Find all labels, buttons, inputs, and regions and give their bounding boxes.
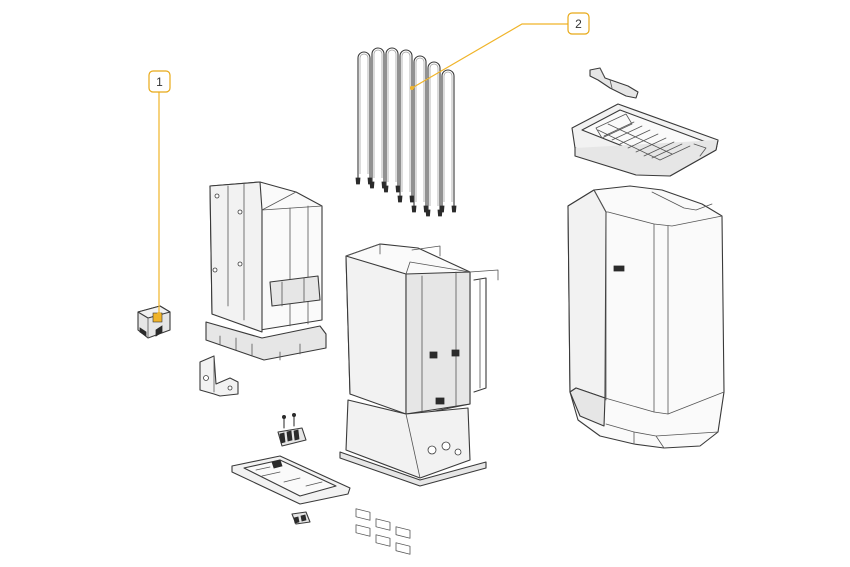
mounting-bracket[interactable] [199, 355, 239, 397]
main-housing[interactable] [339, 243, 499, 555]
terminal-strip[interactable] [277, 412, 307, 447]
heating-element-loop [371, 47, 385, 183]
stone-tray[interactable] [571, 103, 719, 177]
heating-element-loop [385, 47, 399, 187]
control-plate[interactable] [231, 455, 351, 505]
heating-element-highlight [373, 49, 383, 178]
heating-element-loop [427, 61, 441, 211]
inner-frame[interactable] [205, 181, 327, 361]
heating-element-terminal [355, 177, 361, 185]
heating-element-highlight [387, 49, 397, 182]
outer-shell[interactable] [567, 185, 725, 449]
top-clip[interactable] [589, 67, 639, 99]
heating-element-terminal [369, 181, 375, 189]
heating-element-terminal [409, 195, 415, 203]
heating-element-terminal [397, 195, 403, 203]
callout-1[interactable]: 1 [148, 70, 171, 316]
heating-element-highlight [415, 57, 425, 202]
heating-element-terminal [395, 185, 401, 193]
small-connector[interactable] [291, 511, 311, 525]
callout-2[interactable]: 2 [410, 12, 590, 90]
heating-element-terminal [451, 205, 457, 213]
heating-element-highlight [401, 51, 411, 192]
heating-element-terminal [411, 205, 417, 213]
terminal-block[interactable] [137, 305, 171, 339]
callout-1-label: 1 [156, 75, 163, 89]
heating-elements[interactable] [355, 47, 457, 217]
callout-2-label: 2 [575, 17, 582, 31]
heating-element-terminal [439, 205, 445, 213]
heating-element-highlight [443, 71, 453, 202]
heating-element-loop [357, 51, 371, 179]
heating-element-terminal [383, 185, 389, 193]
heating-element-terminal [425, 209, 431, 217]
heating-element-loop [441, 69, 455, 207]
heating-element-highlight [429, 63, 439, 206]
heating-element-loop [413, 55, 427, 207]
heating-element-loop [399, 49, 413, 197]
heating-element-highlight [359, 53, 369, 174]
